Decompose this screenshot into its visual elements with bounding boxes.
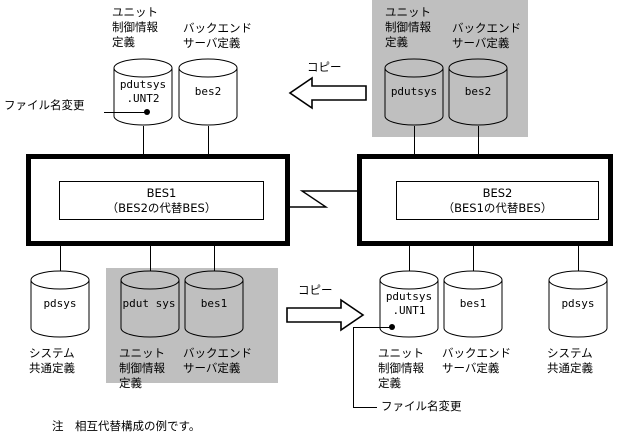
connector-bes1-to-pdsys [60,246,61,277]
connector-bes2-to-pdutsys-unt1 [409,246,410,277]
cylinder-pdutsys-unt2-label: pdutsys .UNT2 [119,78,167,105]
top-right-unit-caption: ユニット 制御情報 定義 [385,5,431,49]
cylinder-pdsys-bottom-left [30,270,90,338]
cylinder-pdutsys-unt2 [113,58,173,126]
rename-leader-dot-bottom-right [389,324,395,330]
cylinder-pdsys-bottom-left-label: pdsys [43,297,77,310]
rename-leader-h2-bottom-right [353,407,377,408]
server-bes2-text: BES2（BES1の代替BES） [443,186,553,216]
copy-arrow-top-left-direction [288,76,368,110]
rename-label-bottom-right: ファイル名変更 [381,399,462,413]
connector-bes2-to-bes1 [208,126,209,155]
cylinder-bes2-top-right [448,58,508,126]
server-bes1-subtitle: （BES2の代替BES） [106,200,217,215]
top-right-bes-caption: バックエンド サーバ定義 [452,21,521,50]
cylinder-bes1-bottom-right [443,270,503,338]
connector-pdutsys-to-bes2 [414,126,415,155]
caption-pdsys-bottom-left: システム 共通定義 [29,346,75,375]
copy-label-bottom: コピー [298,283,333,297]
caption-pdutsys-unt1: ユニット 制御情報 定義 [378,346,424,390]
caption-pdsys-bottom-right: システム 共通定義 [547,346,593,375]
copy-label-top: コピー [307,60,342,74]
top-left-bes-caption: バックエンド サーバ定義 [183,21,252,50]
rename-leader-h1-bottom-right [353,327,391,328]
caption-bes1-bottom-left: バックエンド サーバ定義 [183,346,252,375]
cylinder-pdsys-bottom-right [548,270,608,338]
cylinder-pdutsys-bottom-left [120,270,180,338]
caption-pdutsys-bottom-left: ユニット 制御情報 定義 [119,346,165,390]
diagram-footnote: 注 相互代替構成の例です。 [52,419,201,433]
cylinder-bes2-top-right-label: bes2 [464,85,492,98]
connector-bes1-to-pdutsys [150,246,151,277]
cylinder-bes1-bottom-right-label: bes1 [459,297,487,310]
server-inner-bes1: BES1（BES2の代替BES） [59,181,264,220]
caption-bes1-bottom-right: バックエンド サーバ定義 [442,346,511,375]
cylinder-bes1-bottom-left [184,270,244,338]
server-bes2-title: BES2 [482,185,513,200]
server-inner-bes2: BES2（BES1の代替BES） [396,181,599,220]
cylinder-pdutsys-top-right-label: pdutsys [390,85,438,98]
rename-label-top-left: ファイル名変更 [4,98,85,112]
server-bes1-text: BES1（BES2の代替BES） [107,186,217,216]
rename-leader-line-top-left [104,112,147,113]
inter-server-break-connector [289,182,359,214]
server-bes1-title: BES1 [146,185,177,200]
cylinder-pdutsys-top-right [384,58,444,126]
cylinder-bes1-bottom-left-label: bes1 [200,297,228,310]
server-bes2-subtitle: （BES1の代替BES） [442,200,553,215]
copy-arrow-bottom-right-direction [285,298,365,332]
top-left-unit-caption: ユニット 制御情報 定義 [112,5,158,49]
cylinder-pdutsys-unt1 [379,270,439,338]
connector-pdutsys-unt2-to-bes1 [143,126,144,155]
cylinder-pdutsys-bottom-left-label: pdut sys [122,297,176,310]
rename-leader-v-bottom-right [353,327,354,407]
connector-bes2-to-pdsys [578,246,579,277]
cylinder-pdutsys-unt1-label: pdutsys .UNT1 [385,290,433,317]
connector-bes2-to-bes1file [473,246,474,277]
connector-bes1-to-bes1file [214,246,215,277]
rename-leader-dot-top-left [144,109,150,115]
cylinder-bes2-top-left [178,58,238,126]
cylinder-pdsys-bottom-right-label: pdsys [561,297,595,310]
cylinder-bes2-top-left-label: bes2 [194,85,222,98]
connector-bes2-top-to-bes2 [478,126,479,155]
